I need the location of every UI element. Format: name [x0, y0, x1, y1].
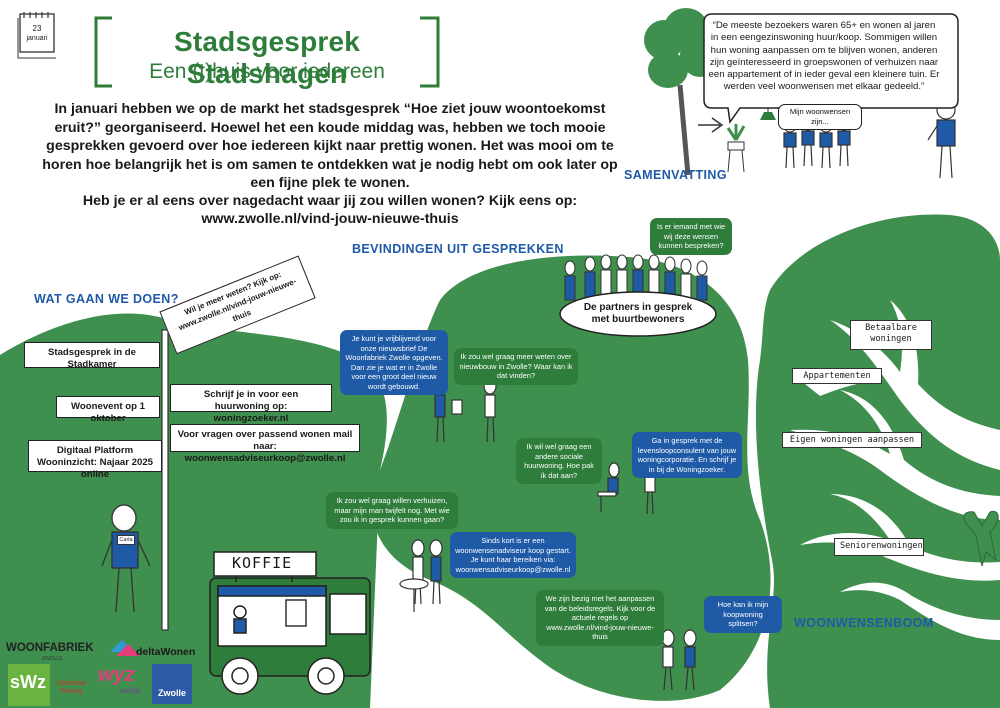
cta-block: Heb je er al eens over nagedacht waar ji…	[30, 192, 630, 228]
tree-sign-eigen-woningen: Eigen woningen aanpassen	[782, 432, 922, 448]
plant-stand	[726, 95, 776, 173]
heading-bevindingen: BEVINDINGEN UIT GESPREKKEN	[352, 242, 564, 256]
speech-bubble-verhuizen: Ik zou wel graag willen verhuizen, maar …	[326, 492, 458, 529]
tree-sign-appartementen: Appartementen	[792, 368, 882, 384]
page-title: Stadsgesprek Stadshagen	[173, 26, 361, 89]
logo-deltawonen: deltaWonen	[136, 646, 196, 658]
logo-zwolle: Zwolle	[157, 688, 186, 698]
signpost-sign-woonevent: Woonevent op 1 oktober	[56, 396, 160, 424]
summary-speech-bubble: Mijn woonwensen zijn...	[778, 104, 862, 130]
speech-bubble-splitsen: Hoe kan ik mijn koopwoning splitsen?	[704, 596, 782, 633]
coffee-truck	[209, 551, 371, 695]
heading-woonwensenboom: WOONWENSENBOOM	[794, 616, 934, 630]
page-subtitle: Een (t)huis voor iedereen	[149, 60, 385, 83]
partners-group	[559, 254, 717, 337]
calendar-day: 23	[32, 24, 42, 33]
tree-sign-betaalbaar: Betaalbare woningen	[850, 320, 932, 350]
logo-wijz-sub: welzijn	[120, 688, 142, 695]
calendar-month: januari	[26, 35, 48, 42]
koffie-sign: KOFFIE	[232, 554, 293, 572]
heading-samenvatting: SAMENVATTING	[624, 168, 727, 182]
speech-bubble-beleidsregels: We zijn bezig met het aanpassen van de b…	[536, 590, 664, 646]
logo-openbaar-line1: Openbaar	[56, 680, 88, 687]
title-bracket-left	[94, 16, 112, 88]
partners-label: De partners in gesprek met buurtbewoners	[583, 302, 693, 325]
partners-question-bubble: Is er iemand met wie wij deze wensen kun…	[650, 218, 732, 255]
quote-bubble-outline	[703, 13, 959, 124]
logo-swz-box	[8, 664, 50, 706]
signpost-sign-woningzoeker: Schrijf je in voor een huurwoning op: wo…	[170, 384, 332, 424]
ribbon	[963, 510, 999, 567]
logo-swz: sWz	[10, 672, 46, 692]
logo-woonfabriek-sub: ZWOLLE	[42, 656, 63, 662]
signpost-sign-mail: Voor vragen over passend wonen mail naar…	[170, 424, 360, 464]
person-carla	[101, 504, 151, 613]
intro-text: In januari hebben we op de markt het sta…	[42, 101, 618, 191]
signpost-sign-stadkamer: Stadsgesprek in de Stadkamer	[24, 342, 160, 370]
summary-arrow	[698, 117, 724, 133]
summary-tree	[644, 8, 720, 176]
logo-woonfabriek: WOONFABRIEK	[6, 642, 94, 654]
summary-quote: “De meeste bezoekers waren 65+ en wonen …	[708, 20, 940, 93]
logo-wijz: wyz	[98, 664, 135, 686]
heading-wat-gaan-we-doen: WAT GAAN WE DOEN?	[34, 292, 179, 306]
calendar-icon	[17, 12, 56, 59]
center-figures	[399, 377, 697, 691]
speech-bubble-nieuwbouw: Ik zou wel graag meer weten over nieuwbo…	[454, 348, 578, 385]
signpost-sign-wooninzicht: Digitaal Platform Wooninzicht: Najaar 20…	[28, 440, 162, 480]
speech-bubble-nieuwsbrief: Je kunt je vrijblijvend voor onze nieuws…	[340, 330, 448, 395]
speech-bubble-woonwensadviseur: Sinds kort is er een woonwensenadviseur …	[450, 532, 576, 578]
logo-zwolle-box	[152, 664, 192, 704]
cta-line: Heb je er al eens over nagedacht waar ji…	[82, 193, 578, 209]
cta-link[interactable]: www.zwolle.nl/vind-jouw-nieuwe-thuis	[201, 211, 459, 227]
signpost	[161, 329, 169, 631]
title-bracket-right	[420, 16, 440, 88]
speech-bubble-sociale-huur: Ik wil wel graag een andere sociale huur…	[516, 438, 602, 484]
logo-openbaar-line2: Belang	[60, 688, 83, 695]
speech-bubble-levensloop: Ga in gesprek met de levensloopconsulent…	[632, 432, 742, 478]
logo-deltawonen-mark	[110, 640, 140, 656]
carla-badge: Carla	[117, 535, 135, 545]
tree-sign-senioren: Seniorenwoningen	[834, 538, 924, 556]
logo-openbaar-belang: Openbaar Belang	[56, 680, 87, 696]
